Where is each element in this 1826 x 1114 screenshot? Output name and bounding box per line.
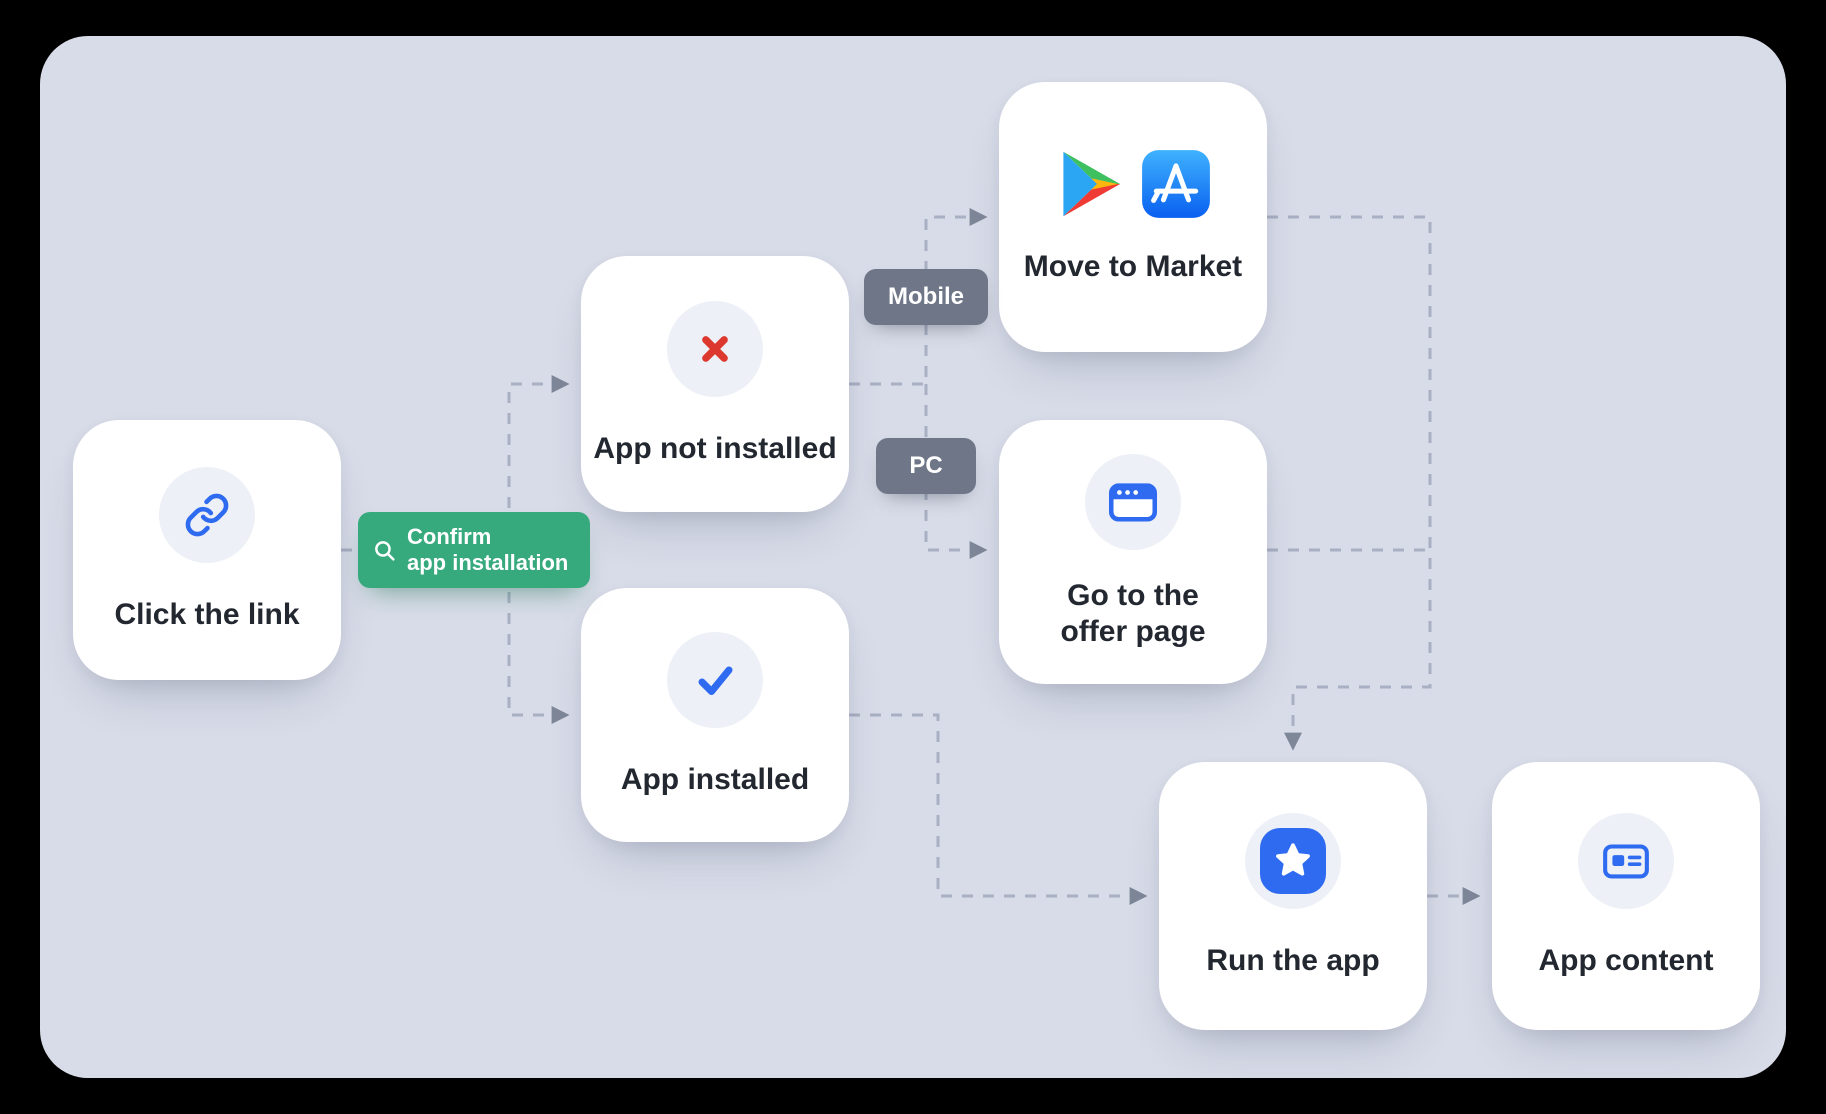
edge-label-mobile: Mobile xyxy=(864,269,988,325)
search-icon xyxy=(372,538,397,563)
store-icons xyxy=(1055,149,1211,219)
node-label: App content xyxy=(1538,944,1714,977)
node-label: App installed xyxy=(620,763,810,796)
node-app-installed: App installed xyxy=(581,588,849,842)
node-label: Move to Market xyxy=(1023,250,1243,283)
confirm-installation-badge: Confirm app installation xyxy=(358,512,590,588)
app-square xyxy=(1260,828,1326,894)
node-label: Run the app xyxy=(1206,944,1380,977)
node-move-to-market: Move to Market xyxy=(999,82,1267,352)
node-click-the-link: Click the link xyxy=(73,420,341,680)
app-store-icon xyxy=(1141,149,1211,219)
edge-label-pc: PC xyxy=(876,438,976,494)
node-app-not-installed: App not installed xyxy=(581,256,849,512)
article-icon xyxy=(1578,813,1674,909)
star-app-icon xyxy=(1245,813,1341,909)
connector-market-to-run xyxy=(1267,215,1432,751)
link-icon xyxy=(159,467,255,563)
node-label: App not installed xyxy=(593,432,837,465)
confirm-badge-line1: Confirm xyxy=(407,523,492,549)
check-icon xyxy=(667,632,763,728)
browser-window-icon xyxy=(1085,454,1181,550)
cross-icon xyxy=(667,301,763,397)
node-label: Go to the offer page xyxy=(1060,579,1206,648)
node-label: Click the link xyxy=(114,598,300,631)
connector-mobile-to-market xyxy=(849,208,988,386)
node-app-content: App content xyxy=(1492,762,1760,1030)
connector-installed-to-run xyxy=(849,713,1148,905)
google-play-icon xyxy=(1055,149,1125,219)
node-go-to-offer-page: Go to the offer page xyxy=(999,420,1267,684)
confirm-badge-line2: app installation xyxy=(407,550,569,575)
node-run-the-app: Run the app xyxy=(1159,762,1427,1030)
